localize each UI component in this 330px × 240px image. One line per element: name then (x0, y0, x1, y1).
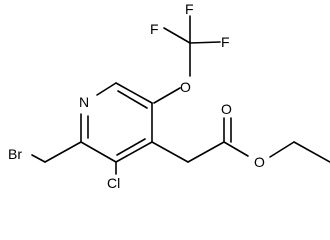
bond-c4-ch2 (151, 141, 189, 163)
bond-ch2-c-carbonyl (187, 141, 225, 163)
atom-label-f1: F (150, 21, 159, 37)
bond-c2-ch2 (44, 141, 82, 163)
molecule-structure: F F F O N O O Br Cl (8, 1, 330, 191)
atom-label-br: Br (8, 146, 22, 162)
bond-c-f3 (189, 41, 221, 44)
atom-label-o-ester: O (254, 154, 265, 170)
bond-ch2-ch3 (293, 141, 330, 163)
atom-label-n: N (79, 94, 89, 110)
bond-c4-c3 (115, 141, 153, 163)
atom-label-o-ether: O (180, 79, 191, 95)
bond-c-o-ester (223, 141, 249, 157)
bond-c4-c3-double (116, 138, 146, 156)
bond-o-ring-c5 (153, 87, 181, 104)
bond-c6-c5 (115, 82, 153, 104)
structure-diagram: F F F O N O O Br Cl (8, 1, 330, 191)
bond-n-c6 (96, 82, 117, 96)
atom-label-o-carbonyl: O (221, 101, 232, 117)
atom-label-cl: Cl (107, 175, 120, 191)
atom-label-f3: F (221, 34, 230, 50)
bond-o-ch2-ethyl (269, 141, 295, 158)
bond-c3-c2 (80, 141, 117, 163)
bond-c-f1 (163, 27, 191, 44)
atom-label-f2: F (185, 1, 194, 17)
bond-c6-c5-double (117, 90, 148, 109)
bond-ch2-br (31, 154, 46, 163)
